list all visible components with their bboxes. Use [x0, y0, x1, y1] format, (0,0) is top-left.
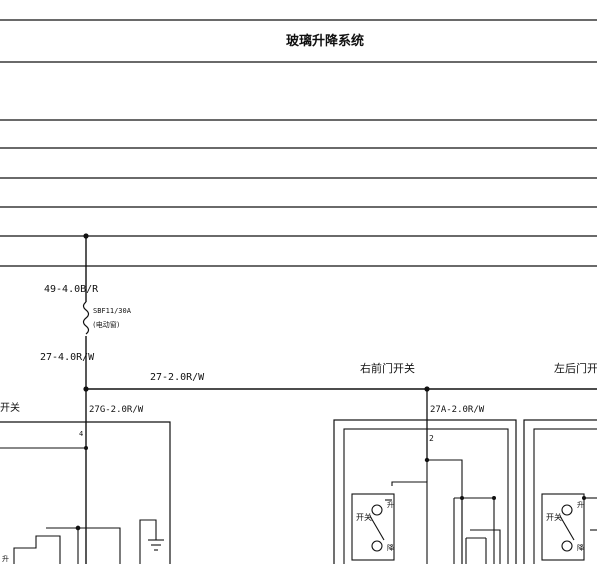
junction-dot	[492, 496, 496, 500]
ground-symbol	[139, 519, 164, 564]
left-switch-outline	[0, 421, 171, 564]
rf-switch-outer-frame	[333, 419, 517, 564]
lr-switch-outer-frame	[523, 419, 597, 564]
fuse-id-label: SBF11/30A	[93, 307, 132, 315]
rf-switch-label: 开关	[356, 512, 372, 522]
rf-sw-down-label: 降	[387, 543, 394, 552]
lr-sw-down-label: 降	[577, 543, 584, 552]
junction-dot	[460, 496, 464, 500]
wire-label-main: 27-4.0R/W	[40, 352, 95, 363]
fuse-symbol	[82, 301, 90, 336]
rf-switch-internal-wiring	[391, 459, 501, 564]
diagram-title: 玻璃升降系统	[286, 33, 364, 49]
left-switch-block	[13, 525, 121, 564]
rf-switch-inner-frame	[343, 428, 509, 564]
fuse-desc-label: (电动窗)	[93, 320, 120, 329]
bus-lines	[0, 19, 597, 267]
pin-label-right: 2	[429, 434, 434, 443]
lr-switch-symbol	[541, 493, 597, 561]
rf-door-label: 右前门开关	[360, 361, 415, 375]
lr-switch-inner-frame	[533, 428, 597, 564]
rf-sw-up-label: 升	[387, 500, 394, 509]
wire-label-branch: 27-2.0R/W	[150, 372, 205, 383]
wire-label-left: 27G-2.0R/W	[89, 405, 144, 415]
junction-dot	[84, 446, 88, 450]
pin-label-left: 4	[79, 430, 83, 438]
left-sw-up-label: 升	[2, 554, 9, 563]
junction-dot	[424, 457, 430, 463]
wire-label-right: 27A-2.0R/W	[430, 405, 485, 415]
rf-switch-symbol	[351, 493, 395, 561]
wire-label-feed: 49-4.0B/R	[44, 284, 99, 295]
junction-dot	[582, 496, 586, 500]
junction-dot	[83, 233, 89, 239]
lr-sw-up-label: 升	[577, 500, 584, 509]
left-switch-label: 开关	[0, 401, 20, 414]
lr-switch-label: 开关	[546, 512, 562, 522]
lr-door-label: 左后门开关	[554, 361, 597, 375]
